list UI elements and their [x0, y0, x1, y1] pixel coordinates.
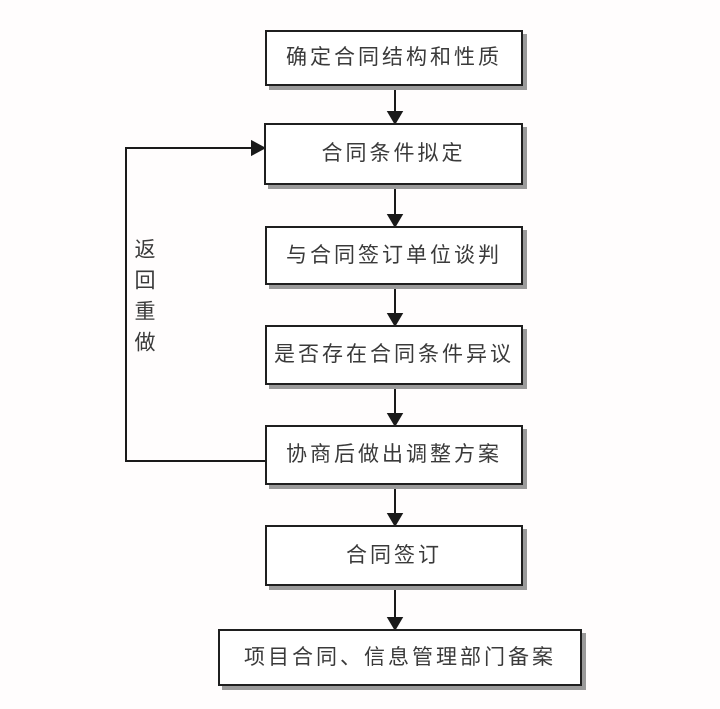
node-label: 合同签订: [346, 542, 442, 567]
node-determine-contract-structure: 确定合同结构和性质: [265, 30, 523, 86]
feedback-loop-line: [125, 147, 265, 462]
arrowhead-node5-node6: [386, 513, 404, 527]
arrowhead-node6-node7: [386, 617, 404, 631]
node-draft-contract-conditions: 合同条件拟定: [264, 123, 523, 185]
arrowhead-node2-node3: [386, 214, 404, 228]
node-adjustment-plan-after-negotiation: 协商后做出调整方案: [265, 425, 523, 485]
node-check-condition-objections: 是否存在合同条件异议: [265, 325, 523, 385]
arrowhead-node1-node2: [386, 111, 404, 125]
node-label: 确定合同结构和性质: [286, 45, 502, 70]
arrowhead-node4-node5: [386, 413, 404, 427]
node-label: 与合同签订单位谈判: [286, 242, 502, 267]
node-label: 项目合同、信息管理部门备案: [244, 644, 556, 669]
node-label: 是否存在合同条件异议: [274, 342, 514, 367]
node-department-filing: 项目合同、信息管理部门备案: [218, 629, 582, 686]
feedback-loop-label: 返回重做: [132, 238, 156, 362]
node-label: 合同条件拟定: [321, 141, 466, 166]
node-label: 协商后做出调整方案: [286, 442, 502, 467]
arrowhead-node3-node4: [386, 313, 404, 327]
node-contract-signing: 合同签订: [265, 525, 523, 586]
feedback-loop-arrowhead: [251, 139, 267, 157]
node-negotiate-with-signing-unit: 与合同签订单位谈判: [265, 226, 523, 285]
